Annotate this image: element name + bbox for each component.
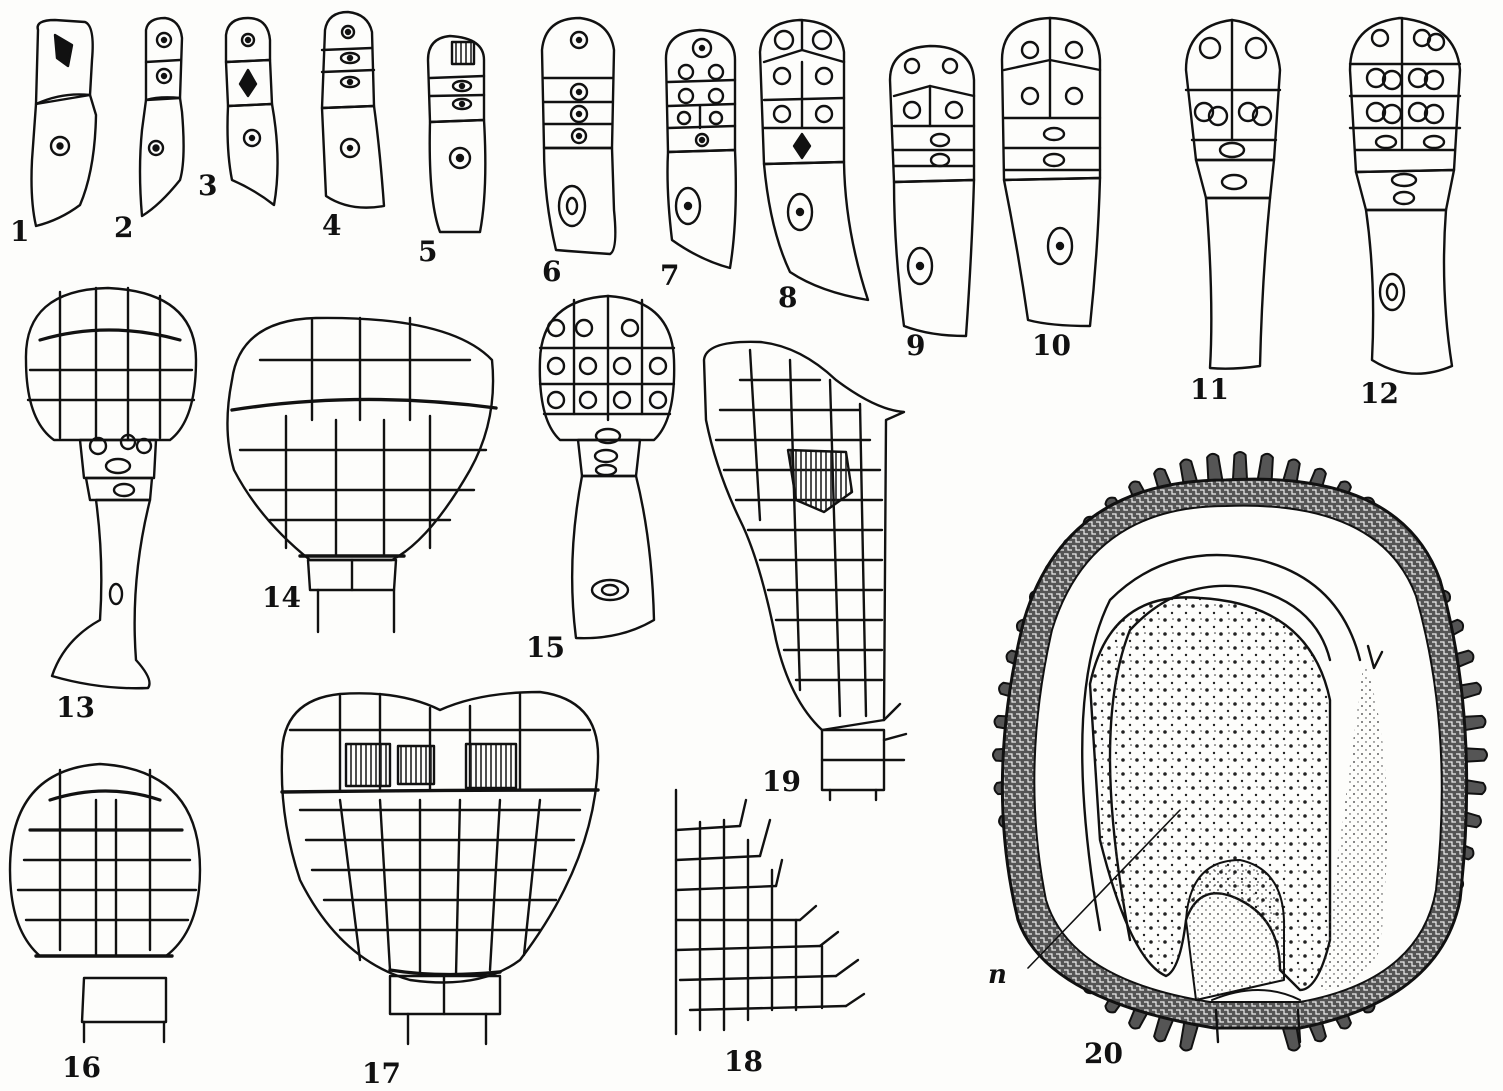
figure-11-proembryo: [1186, 20, 1280, 369]
figure-label-6: 6: [542, 258, 561, 286]
seed-coat-projection: [1233, 452, 1247, 479]
figure-5-proembryo: [428, 36, 485, 232]
figure-label-19: 19: [762, 768, 801, 796]
figure-17-embryo: [282, 692, 598, 1044]
figure-label-20: 20: [1084, 1040, 1123, 1068]
figure-label-17: 17: [362, 1060, 401, 1088]
figure-18-tissue: [676, 790, 864, 1034]
figure-15-embryo: [540, 296, 674, 638]
figure-label-14: 14: [262, 584, 301, 612]
figure-6-proembryo: [542, 18, 615, 254]
figure-10-proembryo: [1002, 18, 1100, 326]
figure-16-embryo: [10, 764, 200, 1042]
figure-12-proembryo: [1350, 18, 1460, 374]
figure-7-proembryo: [666, 30, 736, 268]
label-n: n: [988, 962, 1007, 988]
figure-20-seed-section: [993, 452, 1487, 1051]
figure-label-18: 18: [724, 1048, 763, 1076]
figure-label-5: 5: [418, 238, 437, 266]
seed-coat-projection: [1207, 454, 1222, 482]
figure-label-8: 8: [778, 284, 797, 312]
figure-label-13: 13: [56, 694, 95, 722]
figure-9-proembryo: [890, 46, 974, 336]
figure-label-2: 2: [114, 214, 133, 242]
figure-label-3: 3: [198, 172, 217, 200]
figure-19-tissue: [704, 342, 906, 800]
figure-label-16: 16: [62, 1054, 101, 1082]
figure-label-10: 10: [1032, 332, 1071, 360]
figure-label-12: 12: [1360, 380, 1399, 408]
figure-3-proembryo: [226, 18, 278, 205]
figure-label-4: 4: [322, 212, 341, 240]
figure-label-15: 15: [526, 634, 565, 662]
figure-1-proembryo: [32, 20, 97, 226]
figure-label-1: 1: [10, 218, 29, 246]
figure-2-proembryo: [140, 18, 184, 216]
figure-4-proembryo: [322, 12, 384, 208]
figure-label-7: 7: [660, 262, 679, 290]
figure-label-9: 9: [906, 332, 925, 360]
figure-13-embryo: [26, 288, 196, 688]
seed-coat-projection: [1258, 454, 1273, 482]
seed-coat-projection: [1180, 1023, 1198, 1051]
figure-label-11: 11: [1190, 376, 1229, 404]
figure-8-proembryo: [760, 20, 868, 300]
